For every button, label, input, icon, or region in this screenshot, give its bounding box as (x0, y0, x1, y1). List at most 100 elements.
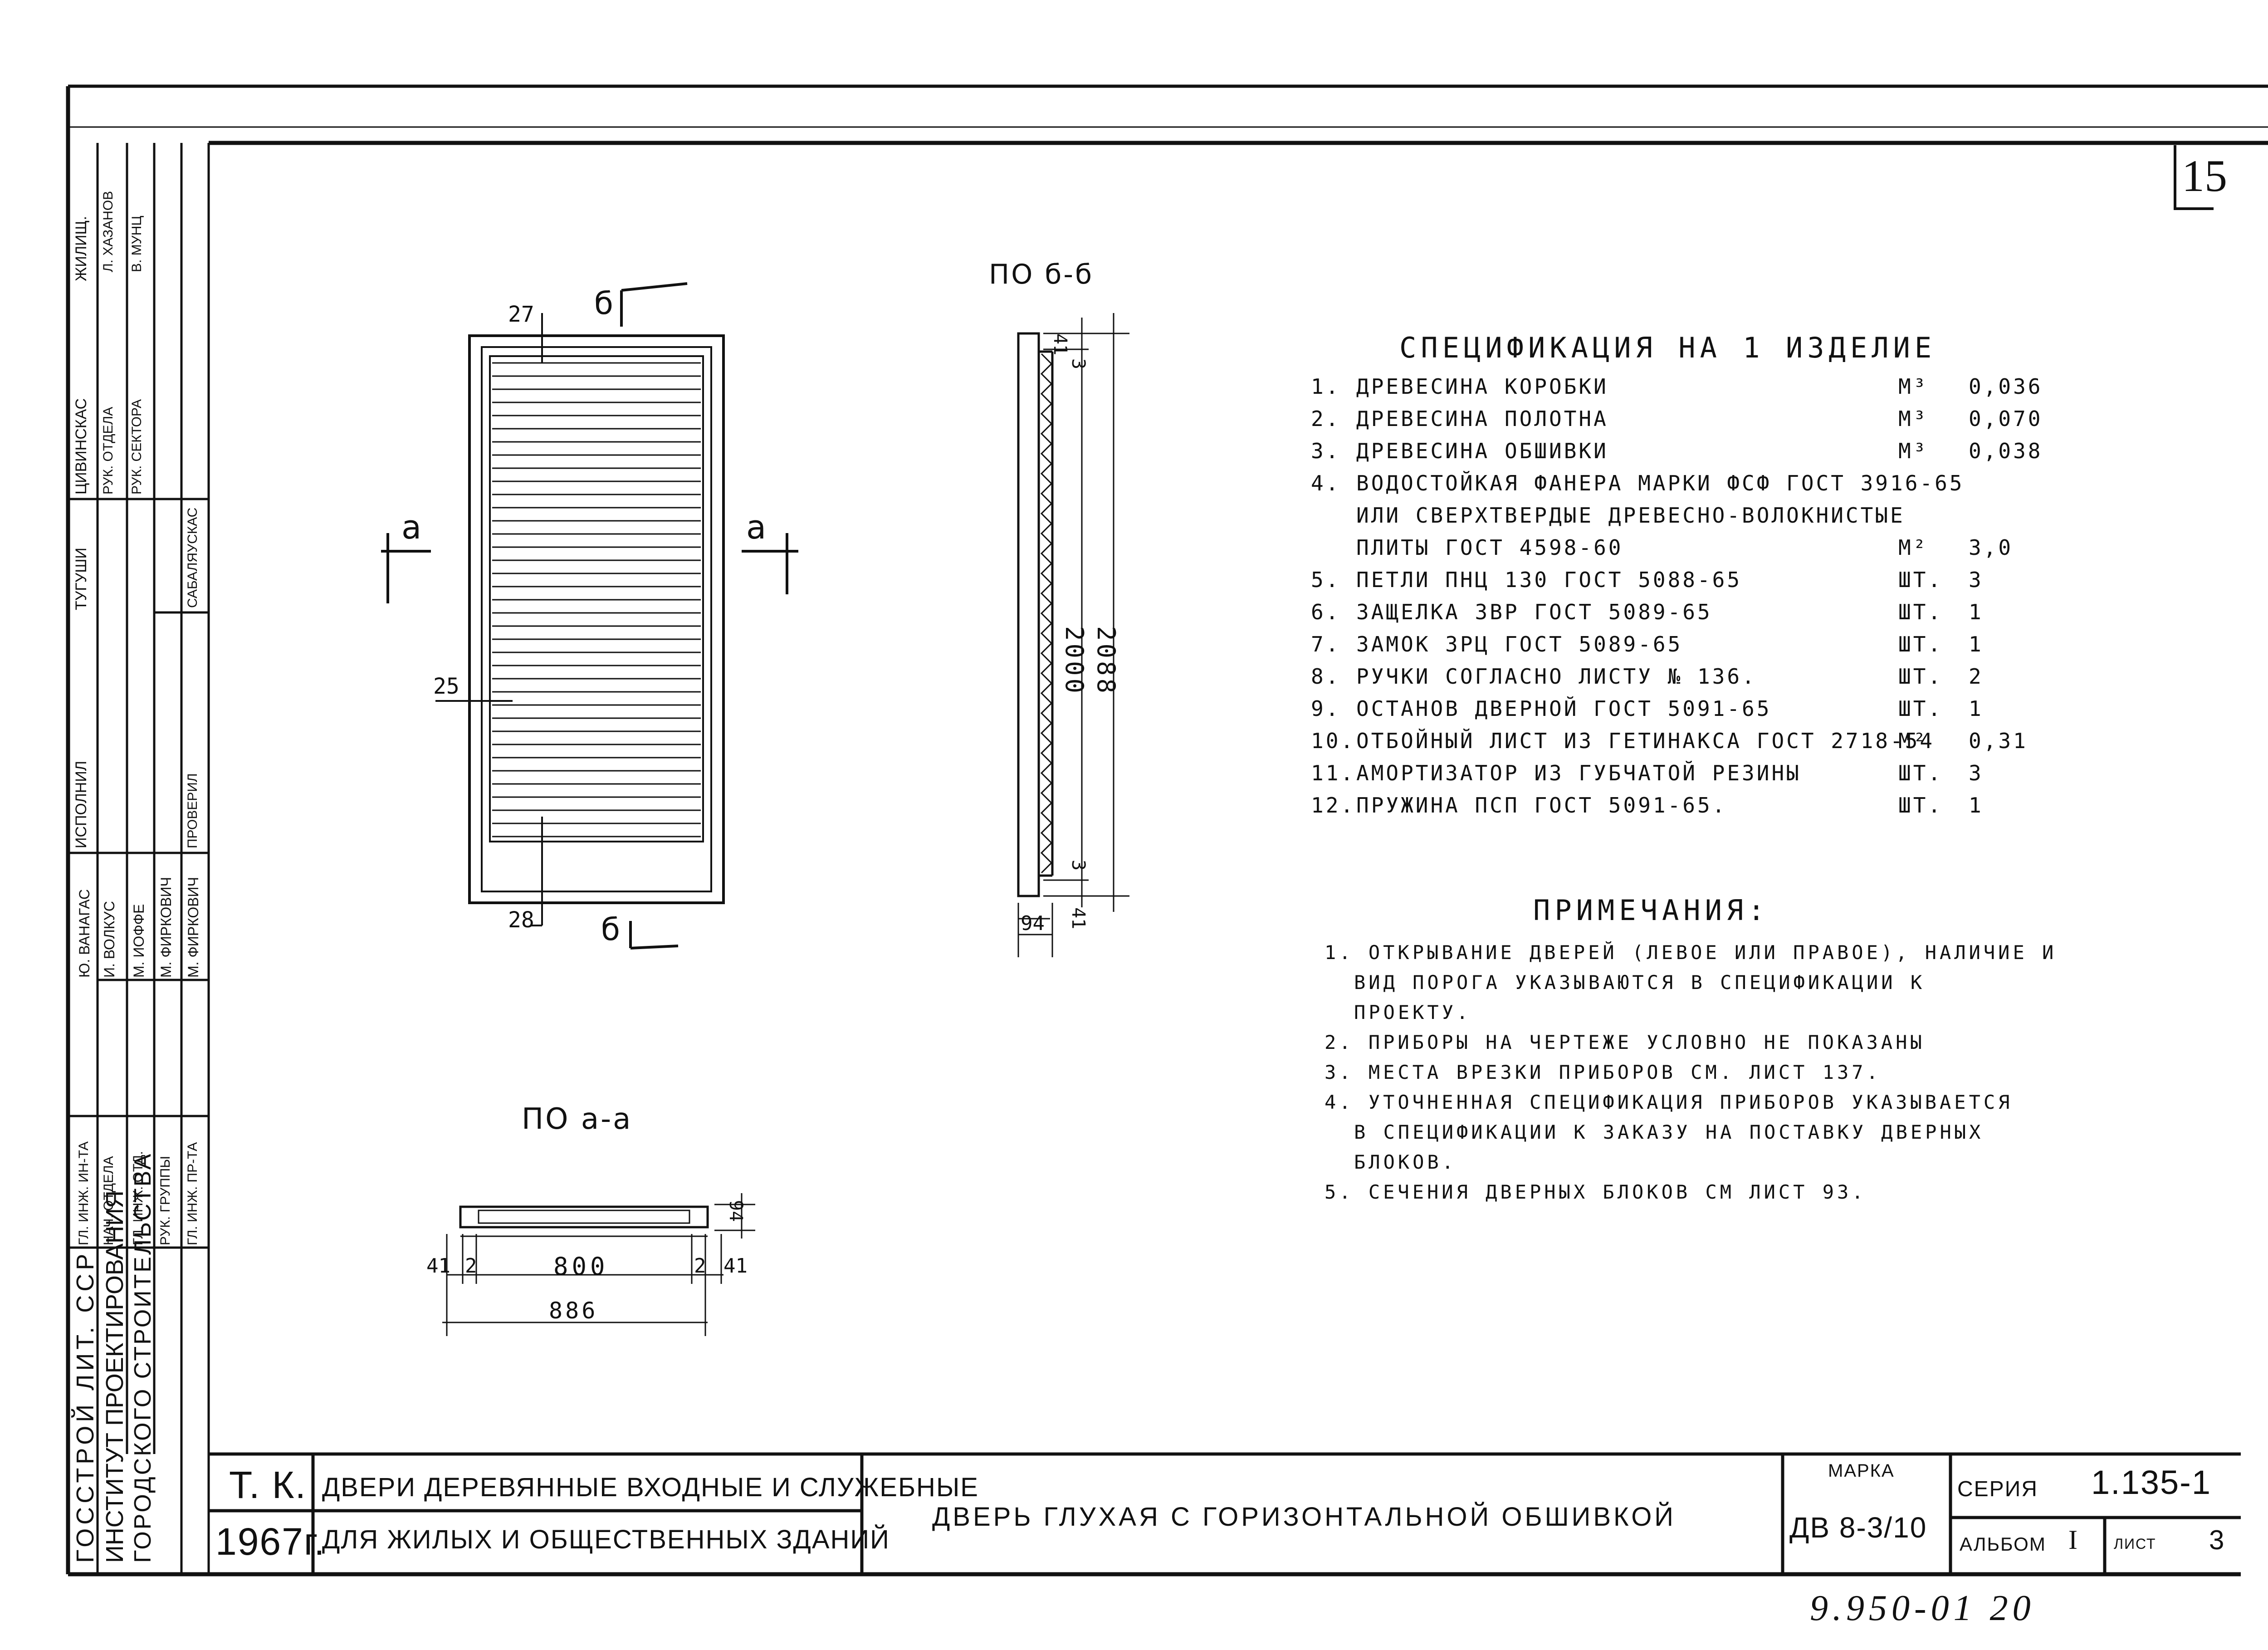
spec-row-name: ЗАМОК ЗРЦ ГОСТ 5089-65 (1356, 632, 1683, 656)
stamp-cell: ПРОВЕРИЛ (185, 773, 200, 848)
stamp-cell: РУК. СЕКТОРА (129, 399, 144, 495)
mark-label: МАРКА (1828, 1461, 1895, 1481)
stamp-position: ГЛ. ИНЖ. ИН-ТА (76, 1141, 91, 1245)
stamp-cell: РУК. ОТДЕЛА (101, 406, 116, 495)
mark-value: ДВ 8-3/10 (1789, 1511, 1927, 1544)
stamp-name: И. ВОЛКУС (101, 901, 117, 978)
spec-row-qty: 0,070 (1969, 406, 2043, 431)
series-value: 1.135-1 (2091, 1464, 2211, 1501)
side-org-1: ГОССТРОЙ ЛИТ. ССР (72, 1250, 99, 1563)
cut-label-b-bottom: б (601, 912, 620, 948)
dim-94-b: 94 (1021, 912, 1045, 935)
title-code: Т. К. (229, 1464, 307, 1506)
stamp-position: ГЛ. ИНЖ. ОТД. (131, 1151, 146, 1245)
sheathing-profile (1040, 353, 1053, 874)
note-line: ПРОЕКТУ. (1354, 1001, 1471, 1023)
spec-row-number: 8. (1311, 664, 1341, 689)
spec-row-name: ПЕТЛИ ПНЦ 130 ГОСТ 5088-65 (1356, 568, 1742, 592)
dim-41-bottom: 41 (1068, 907, 1089, 930)
spec-row-unit: ШТ. (1898, 632, 1943, 656)
spec-title: СПЕЦИФИКАЦИЯ НА 1 ИЗДЕЛИЕ (1399, 331, 1936, 364)
stamp-position: ГЛ. ИНЖ. ПР-ТА (185, 1142, 200, 1245)
note-line: 3. МЕСТА ВРЕЗКИ ПРИБОРОВ СМ. ЛИСТ 137. (1325, 1061, 1881, 1083)
section-a (442, 1193, 755, 1336)
dim-800: 800 (553, 1252, 609, 1281)
spec-row-name: ДРЕВЕСИНА ПОЛОТНА (1356, 406, 1608, 431)
stamp-name: М. ФИРКОВИЧ (158, 877, 174, 978)
section-a-title: ПО а-а (522, 1102, 633, 1136)
note-line: 5. СЕЧЕНИЯ ДВЕРНЫХ БЛОКОВ СМ ЛИСТ 93. (1325, 1181, 1867, 1203)
spec-row-number: 12. (1311, 793, 1356, 818)
spec-row-number: 5. (1311, 568, 1341, 592)
title-year: 1967г. (215, 1520, 326, 1563)
spec-row-unit: ШТ. (1898, 793, 1943, 818)
dim-3-bottom: 3 (1068, 860, 1089, 871)
spec-row-name: РУЧКИ СОГЛАСНО ЛИСТУ № 136. (1356, 664, 1757, 689)
sheet-value: 3 (2209, 1525, 2225, 1555)
spec-row-number: 11. (1311, 761, 1356, 785)
dim-2000: 2000 (1060, 626, 1089, 696)
dim-2088: 2088 (1092, 626, 1120, 696)
cut-label-b-top: б (594, 286, 613, 322)
spec-row-unit: ШТ. (1898, 600, 1943, 624)
dim-94-a: 94 (725, 1200, 746, 1222)
spec-row-number: 3. (1311, 439, 1341, 463)
series-label: СЕРИЯ (1957, 1477, 2038, 1501)
stamp-column-head: ИСПОЛНИЛ (73, 760, 90, 848)
label-28: 28 (508, 907, 534, 933)
drawing-title: ДВЕРЬ ГЛУХАЯ С ГОРИЗОНТАЛЬНОЙ ОБШИВКОЙ (932, 1502, 1676, 1532)
note-line: БЛОКОВ. (1354, 1151, 1457, 1173)
note-line: 2. ПРИБОРЫ НА ЧЕРТЕЖЕ УСЛОВНО НЕ ПОКАЗАН… (1325, 1031, 1925, 1053)
spec-row-number: 10. (1311, 729, 1356, 753)
note-line: В СПЕЦИФИКАЦИИ К ЗАКАЗУ НА ПОСТАВКУ ДВЕР… (1354, 1121, 1984, 1143)
side-stamp-grid (68, 143, 210, 1574)
spec-row-unit: М² (1898, 729, 1928, 753)
title-block-grid (209, 1452, 2241, 1574)
spec-row-unit: М² (1898, 535, 1928, 560)
spec-row-name: ДРЕВЕСИНА ОБШИВКИ (1356, 439, 1608, 463)
spec-row-name: АМОРТИЗАТОР ИЗ ГУБЧАТОЙ РЕЗИНЫ (1356, 761, 1801, 785)
sheet-number-box (2174, 145, 2214, 210)
spec-row-name: ЗАЩЕЛКА ЗВР ГОСТ 5089-65 (1356, 600, 1712, 624)
dim-3-top: 3 (1068, 358, 1089, 370)
stamp-cell: Л. ХАЗАНОВ (101, 191, 116, 272)
dim-41-top: 41 (1050, 333, 1070, 356)
spec-row-name: ВОДОСТОЙКАЯ ФАНЕРА МАРКИ ФСФ ГОСТ 3916-6… (1356, 471, 1965, 495)
dim-2-left: 2 (465, 1254, 477, 1278)
spec-row-unit: М³ (1898, 439, 1928, 463)
bottom-number: 9.950-01 20 (1810, 1588, 2035, 1628)
spec-row-qty: 3 (1969, 761, 1984, 785)
spec-row-name: ОСТАНОВ ДВЕРНОЙ ГОСТ 5091-65 (1356, 696, 1772, 721)
cut-label-a-left: а (401, 508, 422, 546)
spec-row-name: ДРЕВЕСИНА КОРОБКИ (1356, 374, 1608, 399)
dim-41-left: 41 (426, 1254, 450, 1278)
note-line: ВИД ПОРОГА УКАЗЫВАЮТСЯ В СПЕЦИФИКАЦИИ К (1354, 971, 1926, 994)
stamp-column-head: ТУГУШИ (73, 548, 90, 610)
dim-2-right: 2 (694, 1254, 706, 1278)
spec-row-qty: 1 (1969, 632, 1984, 656)
album-label: АЛЬБОМ (1960, 1533, 2046, 1555)
note-line: 1. ОТКРЫВАНИЕ ДВЕРЕЙ (ЛЕВОЕ ИЛИ ПРАВОЕ),… (1325, 941, 2057, 964)
spec-row-number: 1. (1311, 374, 1341, 399)
spec-row-name: ПЛИТЫ ГОСТ 4598-60 (1356, 535, 1623, 560)
spec-row-qty: 1 (1969, 793, 1984, 818)
spec-row-number: 4. (1311, 471, 1341, 495)
side-org-2: ИНСТИТУТ ПРОЕКТИРОВАНИЯ (101, 1190, 128, 1563)
stamp-position: РУК. ГРУППЫ (158, 1156, 173, 1245)
series-title-2: ДЛЯ ЖИЛЫХ И ОБЩЕСТВЕННЫХ ЗДАНИЙ (322, 1525, 890, 1554)
spec-row-qty: 1 (1969, 600, 1984, 624)
stamp-column-head: ЖИЛИЩ. (73, 216, 90, 281)
spec-row-qty: 1 (1969, 696, 1984, 721)
spec-row-qty: 3,0 (1969, 535, 2014, 560)
stamp-cell: САБАЛЯУСКАС (185, 507, 200, 608)
spec-row-number: 7. (1311, 632, 1341, 656)
spec-row-number: 2. (1311, 406, 1341, 431)
note-line: 4. УТОЧНЕННАЯ СПЕЦИФИКАЦИЯ ПРИБОРОВ УКАЗ… (1325, 1091, 2013, 1113)
spec-row-qty: 2 (1969, 664, 1984, 689)
stamp-position: НАЧ. ОТДЕЛА (101, 1156, 116, 1245)
label-27: 27 (508, 302, 534, 327)
spec-row-number: 9. (1311, 696, 1341, 721)
cut-line-a (381, 533, 798, 603)
